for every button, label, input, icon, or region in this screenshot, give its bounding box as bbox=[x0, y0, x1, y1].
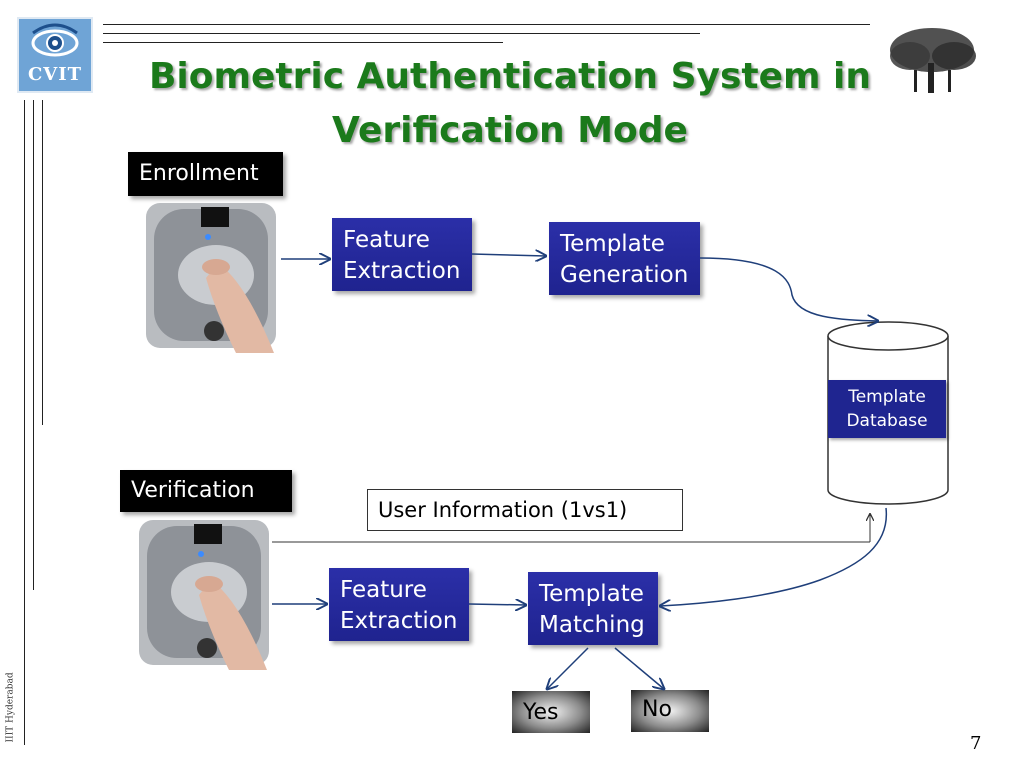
arrow-feature-to-matching bbox=[468, 604, 526, 605]
template-matching-line-1: Template bbox=[539, 581, 644, 607]
arrow-matching-to-yes bbox=[547, 647, 589, 689]
arrow-database-to-matching bbox=[660, 507, 888, 606]
yes-result: Yes bbox=[512, 691, 590, 733]
enroll-feature-extraction-line-1: Feature bbox=[343, 227, 430, 253]
verify-feature-extraction-line-1: Feature bbox=[340, 577, 427, 603]
enroll-feature-extraction-box: Feature Extraction bbox=[332, 218, 472, 291]
template-matching-line-2: Matching bbox=[539, 612, 645, 638]
database-line-1: Template bbox=[848, 387, 926, 407]
no-result: No bbox=[631, 690, 709, 732]
database-line-2: Database bbox=[846, 411, 928, 431]
cvit-logo: CVIT bbox=[17, 17, 93, 93]
yes-label: Yes bbox=[523, 700, 559, 725]
enrollment-label: Enrollment bbox=[128, 152, 283, 196]
template-generation-box: Template Generation bbox=[549, 222, 700, 295]
template-database-label: Template Database bbox=[828, 380, 946, 438]
template-generation-line-1: Template bbox=[560, 231, 665, 257]
enroll-feature-extraction-line-2: Extraction bbox=[343, 258, 461, 284]
template-matching-box: Template Matching bbox=[528, 572, 658, 645]
verify-feature-extraction-box: Feature Extraction bbox=[329, 568, 469, 641]
arrow-generation-to-database bbox=[699, 257, 878, 321]
side-rule bbox=[24, 100, 25, 745]
arrow-matching-to-no bbox=[614, 647, 664, 689]
verification-label: Verification bbox=[120, 470, 292, 512]
template-generation-line-2: Generation bbox=[560, 262, 689, 288]
side-rule bbox=[33, 100, 34, 590]
side-rule bbox=[42, 100, 43, 425]
no-label: No bbox=[642, 697, 672, 722]
verify-feature-extraction-line-2: Extraction bbox=[340, 608, 458, 634]
eye-logo-icon bbox=[31, 23, 79, 57]
header-rule bbox=[103, 24, 870, 25]
title-line-1: Biometric Authentication System in bbox=[148, 56, 872, 97]
page-number: 7 bbox=[970, 733, 982, 754]
title-line-2: Verification Mode bbox=[332, 110, 688, 151]
side-institution-text: IIIT Hyderabad bbox=[3, 670, 16, 745]
header-rule bbox=[103, 42, 503, 43]
user-information-box: User Information (1vs1) bbox=[367, 489, 683, 531]
header-rule bbox=[103, 33, 700, 34]
institution-name: IIIT Hyderabad bbox=[5, 672, 16, 743]
slide-title: Biometric Authentication System in Verif… bbox=[110, 50, 910, 158]
logo-text: CVIT bbox=[27, 64, 83, 85]
arrow-feature-to-generation bbox=[471, 254, 546, 256]
